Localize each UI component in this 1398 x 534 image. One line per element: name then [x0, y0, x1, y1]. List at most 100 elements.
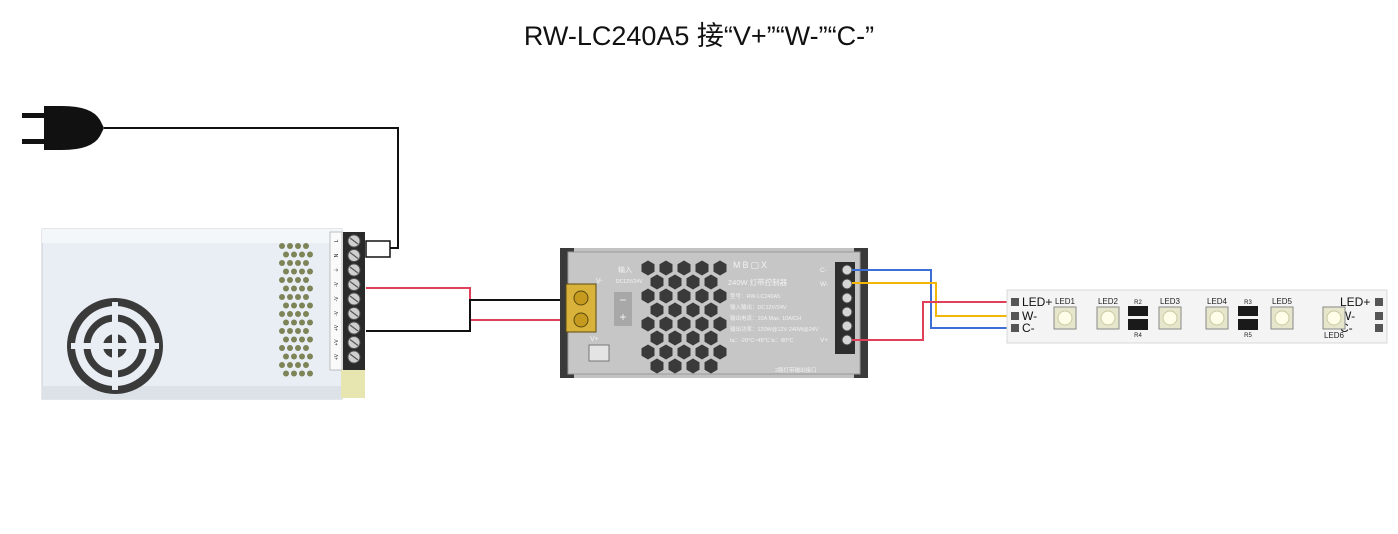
- vent-hole: [287, 311, 293, 317]
- led-label: LED4: [1207, 297, 1228, 306]
- solder-pad: [1011, 312, 1019, 320]
- vent-hole: [291, 302, 297, 309]
- vent-hole: [287, 362, 293, 368]
- vent-hole: [295, 311, 301, 317]
- reset-button: [588, 344, 610, 362]
- vent-hole: [307, 370, 313, 377]
- positive-wire-psu: [366, 287, 560, 321]
- vent-hole: [283, 285, 289, 292]
- input-label: 输入: [618, 265, 632, 274]
- psu-terminal-block: LN⏚-V-V-V+V+V+V: [333, 234, 361, 364]
- terminal-label: -V: [334, 310, 340, 316]
- vent-hole: [307, 336, 313, 343]
- vent-hole: [307, 353, 313, 360]
- vent-hole: [307, 251, 313, 258]
- hex-vent: [677, 260, 691, 276]
- vent-hole: [287, 345, 293, 351]
- vent-hole: [287, 328, 293, 334]
- vent-hole: [291, 251, 297, 258]
- hex-vent: [713, 316, 727, 332]
- spec-line: 型号：RW-LC240A5: [730, 292, 780, 300]
- hex-vent: [695, 260, 709, 276]
- vent-hole: [307, 268, 313, 275]
- vent-hole: [303, 328, 309, 334]
- hex-vent: [677, 344, 691, 360]
- terminal-label: -V: [334, 281, 340, 287]
- hex-vent: [713, 288, 727, 304]
- vent-hole: [303, 311, 309, 317]
- vent-hole: [287, 277, 293, 283]
- power-supply-unit: LN⏚-V-V-V+V+V+V: [41, 228, 365, 400]
- negative-wire-psu: [366, 299, 560, 332]
- resistor-label: R5: [1244, 333, 1252, 339]
- spec-line: 输出电流：10A Max. 10A/CH: [730, 314, 801, 322]
- hex-vent: [704, 274, 718, 290]
- led-chip-icon: [1274, 310, 1290, 326]
- hex-vent: [713, 344, 727, 360]
- solder-pad: [1375, 298, 1383, 306]
- vent-hole: [291, 319, 297, 326]
- vent-hole: [283, 353, 289, 360]
- controller-brand: MB▢X: [733, 260, 769, 270]
- vent-hole: [291, 370, 297, 377]
- solder-pad: [1011, 298, 1019, 306]
- cool-white-wire: [852, 269, 1009, 329]
- vent-hole: [299, 251, 305, 258]
- hex-vent: [677, 316, 691, 332]
- vent-hole: [303, 243, 309, 249]
- hex-vent: [641, 316, 655, 332]
- vent-hole: [303, 294, 309, 300]
- output-screw: [841, 292, 853, 304]
- hex-vent: [650, 330, 664, 346]
- hex-vent-grille: [641, 260, 727, 374]
- hex-vent: [686, 302, 700, 318]
- input-screw: [573, 290, 589, 306]
- hex-vent: [659, 344, 673, 360]
- solder-pad: [1011, 324, 1019, 332]
- terminal-label: -V: [334, 296, 340, 302]
- led-label: LED2: [1098, 297, 1119, 306]
- vent-hole: [279, 311, 285, 317]
- strip-solder-pads: [1011, 298, 1383, 332]
- output-screw: [841, 264, 853, 276]
- vent-hole: [279, 277, 285, 283]
- resistor-label: R2: [1134, 300, 1142, 306]
- vent-hole: [307, 319, 313, 326]
- hex-vent: [641, 260, 655, 276]
- input-screw: [573, 312, 589, 328]
- solder-pad: [1375, 312, 1383, 320]
- output-screw: [841, 334, 853, 346]
- output-screw: [841, 320, 853, 332]
- hex-vent: [686, 358, 700, 374]
- vent-hole: [283, 268, 289, 275]
- hex-vent: [659, 288, 673, 304]
- hex-vent: [695, 344, 709, 360]
- spec-line: ta：-20°C~45°C tc：80°C: [730, 338, 793, 344]
- vent-hole: [291, 353, 297, 360]
- vent-hole: [295, 260, 301, 266]
- strip-left-label: W-: [1022, 309, 1037, 323]
- resistor-label: R3: [1244, 300, 1252, 306]
- vent-hole: [299, 370, 305, 377]
- vent-hole: [287, 294, 293, 300]
- positive-wire-strip: [852, 301, 1009, 341]
- strip-right-label: LED+: [1340, 295, 1370, 309]
- vent-hole: [299, 319, 305, 326]
- hex-vent: [704, 302, 718, 318]
- vent-hole: [283, 302, 289, 309]
- vent-hole: [307, 285, 313, 292]
- led-chip-icon: [1162, 310, 1178, 326]
- hex-vent: [677, 288, 691, 304]
- led-label: LED1: [1055, 297, 1076, 306]
- vent-hole: [279, 362, 285, 368]
- terminal-label: L: [334, 239, 340, 242]
- controller-bottom-note: 2路灯带输出接口: [775, 366, 817, 374]
- output-terminals: C-W-V+: [820, 264, 853, 346]
- vent-hole: [303, 362, 309, 368]
- hex-vent: [641, 344, 655, 360]
- vent-hole: [291, 268, 297, 275]
- vent-hole: [303, 345, 309, 351]
- vent-holes: [279, 243, 313, 377]
- fan-grille-icon: [67, 298, 163, 394]
